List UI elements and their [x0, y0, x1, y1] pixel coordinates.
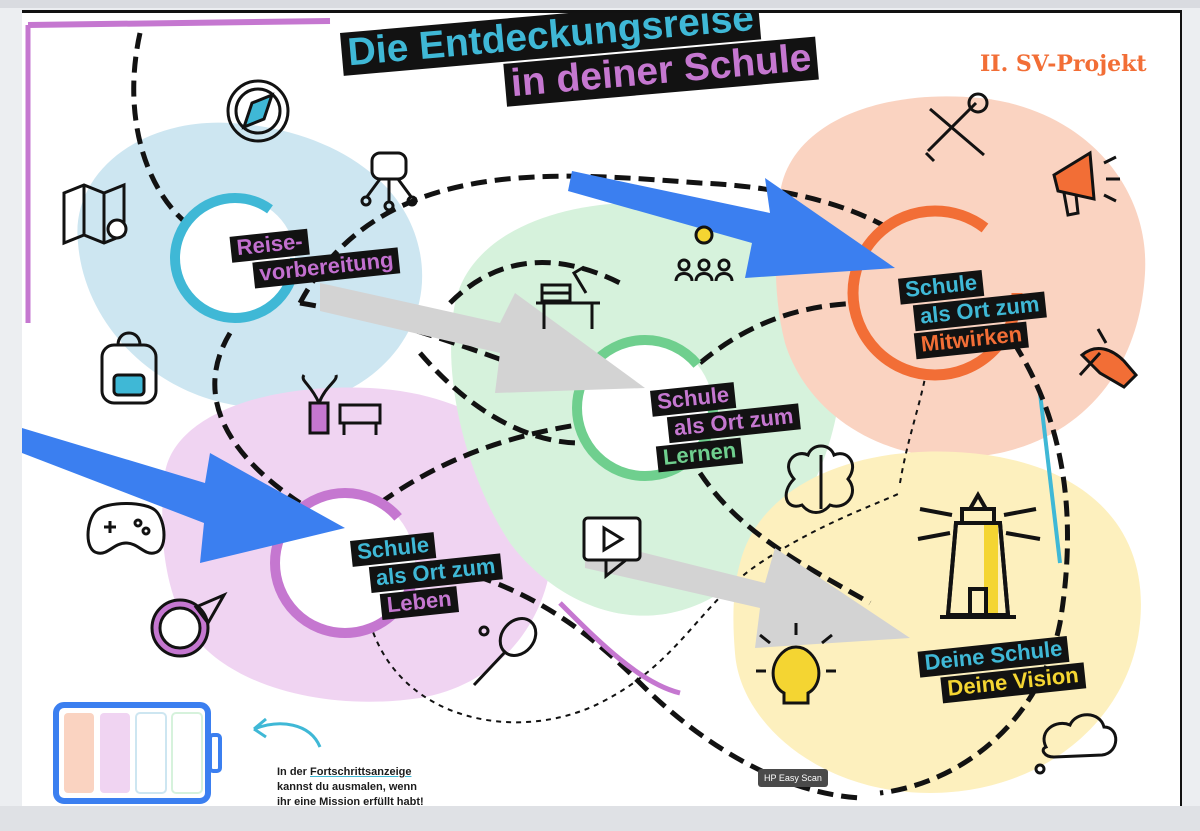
- racket-icon: [472, 617, 538, 687]
- path-leben-bottom: [429, 560, 861, 801]
- plant-chair-icon: [301, 374, 382, 435]
- map-icon: [62, 182, 128, 246]
- progress-note: In der Fortschrittsanzeige kannst du aus…: [277, 765, 424, 808]
- bulb-people-icon: [674, 225, 734, 282]
- station-leben: Schule als Ort zum Leben: [350, 526, 506, 625]
- path-top-loop: [297, 173, 932, 305]
- scan-tooltip: HP Easy Scan: [758, 769, 828, 787]
- station-mitwirken: Schule als Ort zum Mitwirken: [898, 264, 1050, 363]
- station-lernen: Schule als Ort zum Lernen: [650, 376, 804, 475]
- station-leben-line3: Leben: [379, 586, 459, 620]
- progress-note-link: Fortschrittsanzeige: [310, 766, 412, 778]
- rover-icon: [360, 151, 418, 212]
- arrow-gray-top: [320, 283, 645, 393]
- window-top-strip: [0, 0, 1200, 8]
- window-bottom-strip: [0, 806, 1200, 831]
- pizza-icon: [150, 591, 228, 658]
- progress-note-line3: ihr eine Mission erfüllt habt!: [277, 796, 424, 808]
- handshake-icon: [1078, 328, 1139, 389]
- video-icon: [582, 516, 642, 580]
- progress-note-line2: kannst du ausmalen, wenn: [277, 781, 417, 793]
- progress-note-pre: In der: [277, 766, 311, 778]
- curved-arrow-icon: [253, 717, 322, 748]
- poster-sheet: Die Entdeckungsreise in deiner Schule II…: [22, 10, 1182, 811]
- compass-icon: [226, 79, 290, 143]
- path-leben-lernen: [378, 420, 591, 506]
- path-green-loop: [448, 260, 622, 305]
- brain-icon: [784, 444, 855, 514]
- path-leben-loop: [418, 351, 581, 446]
- thought-cloud-icon: [1034, 713, 1118, 775]
- arrow-blue-left: [22, 428, 345, 563]
- arrow-gray-bottom: [585, 538, 910, 648]
- path-lernen-vision: [697, 471, 872, 606]
- megaphone-icon: [1052, 150, 1120, 217]
- progress-battery: [53, 702, 222, 804]
- path-reise-leben: [212, 331, 302, 506]
- path-top: [131, 32, 202, 236]
- tools-icon: [924, 92, 989, 163]
- project-label: II. SV-Projekt: [980, 51, 1147, 77]
- path-thin-1: [369, 492, 901, 724]
- backpack-icon: [100, 331, 158, 405]
- path-mitwirken-right: [879, 321, 1070, 796]
- desk-icon: [536, 265, 600, 329]
- path-thin-2: [899, 332, 931, 484]
- arrow-blue-top: [568, 171, 895, 278]
- lighthouse-icon: [917, 490, 1041, 619]
- path-lernen-mitwirken: [698, 300, 871, 365]
- gamepad-icon: [86, 502, 166, 555]
- bulb-icon: [756, 623, 836, 705]
